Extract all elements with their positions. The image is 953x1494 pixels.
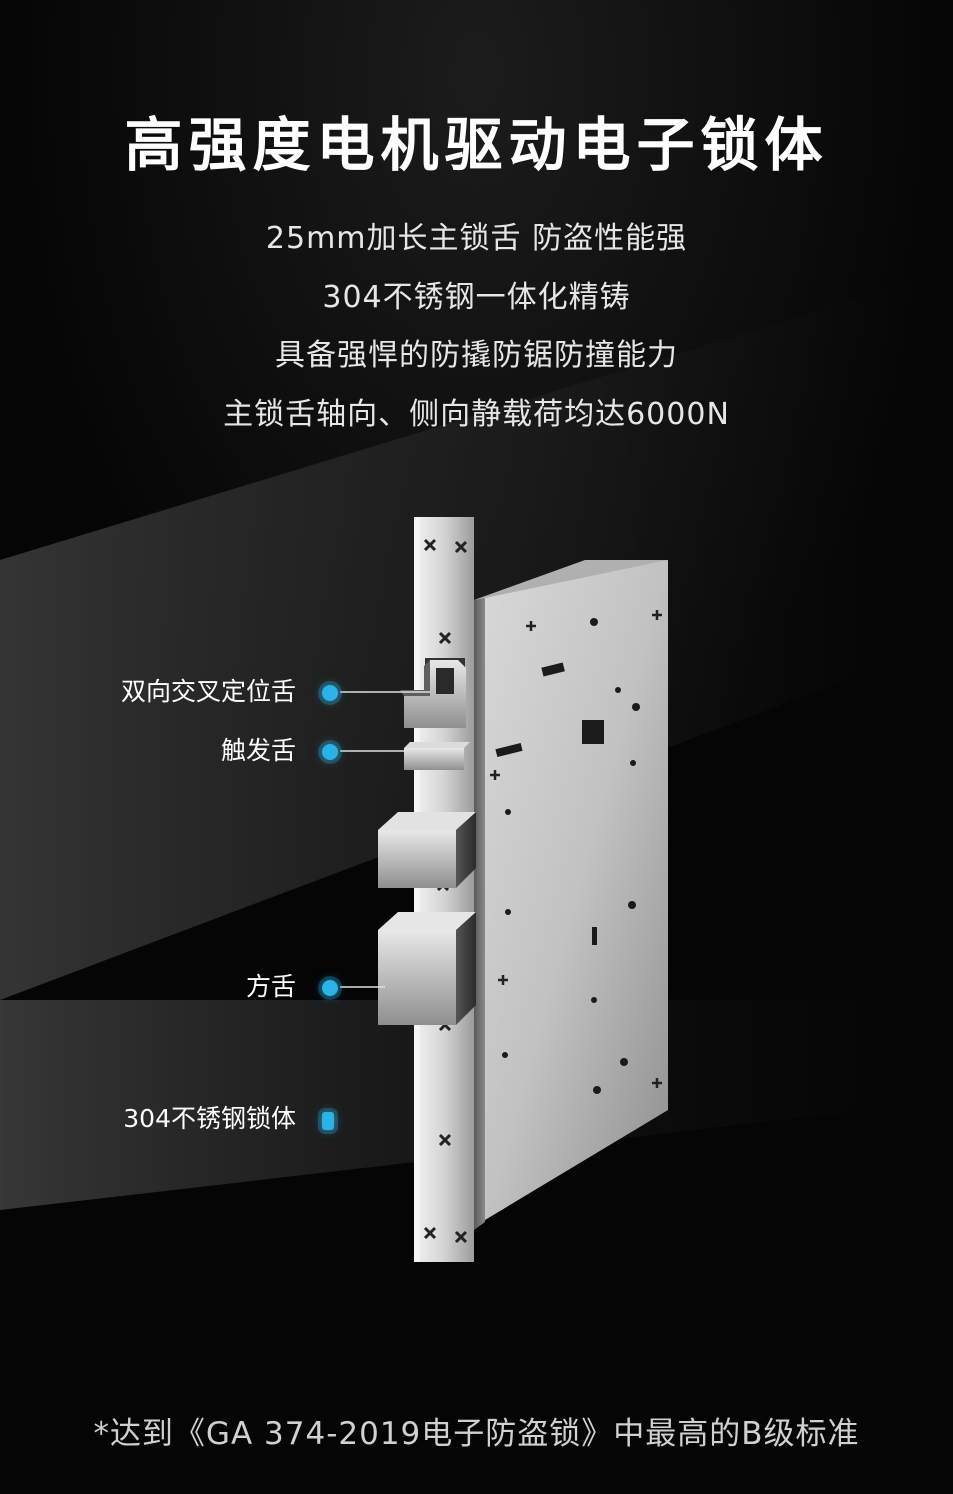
feature-item: 具备强悍的防撬防锯防撞能力 bbox=[275, 338, 678, 373]
callout-dot-icon bbox=[322, 980, 338, 996]
square-bolt bbox=[378, 930, 456, 1025]
feature-list: 25mm加长主锁舌 防盗性能强 304不锈钢一体化精铸 具备强悍的防撬防锯防撞能… bbox=[0, 210, 953, 444]
callout-label-square-bolt: 方舌 bbox=[245, 972, 296, 1001]
callout-dot-icon bbox=[322, 744, 338, 760]
callout-label-trigger-latch: 触发舌 bbox=[220, 736, 296, 765]
lock-case-top bbox=[474, 560, 668, 600]
callout-dot-icon bbox=[322, 685, 338, 701]
feature-item: 304不锈钢一体化精铸 bbox=[322, 279, 631, 315]
footnote: *达到《GA 374-2019电子防盗锁》中最高的B级标准 bbox=[93, 1416, 860, 1452]
trigger-latch bbox=[404, 748, 464, 770]
lock-case-side bbox=[474, 598, 485, 1230]
lock-case-front bbox=[485, 560, 668, 1220]
callout-label-cross-latch: 双向交叉定位舌 bbox=[120, 677, 296, 706]
lock-faceplate bbox=[414, 517, 474, 1262]
feature-item: 主锁舌轴向、侧向静载荷均达6000N bbox=[223, 396, 730, 432]
feature-item: 25mm加长主锁舌 防盗性能强 bbox=[265, 221, 688, 256]
callout-dot-icon bbox=[322, 1112, 334, 1130]
upper-deadbolt bbox=[378, 830, 456, 888]
page-title: 高强度电机驱动电子锁体 bbox=[124, 111, 829, 179]
callout-label-lock-body: 304不锈钢锁体 bbox=[123, 1104, 296, 1133]
